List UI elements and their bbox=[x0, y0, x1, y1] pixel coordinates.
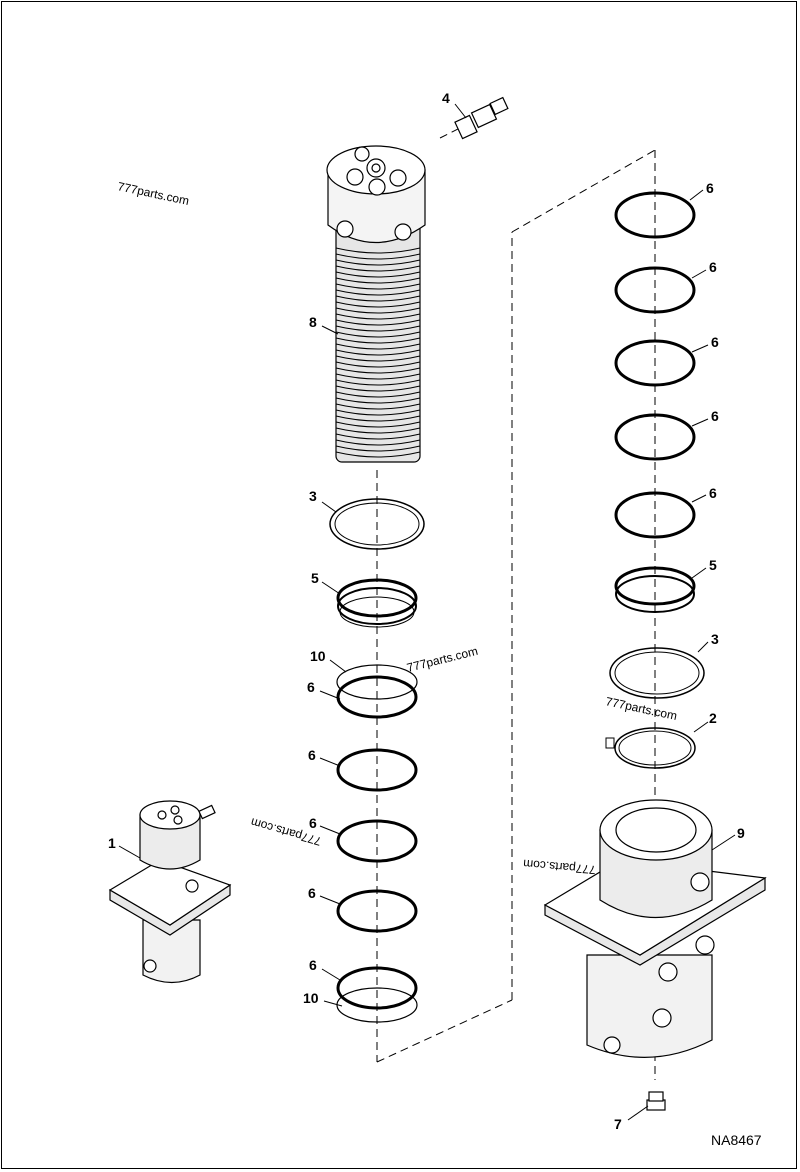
callout-6-left-d: 6 bbox=[308, 885, 316, 901]
leader-lines bbox=[118, 103, 736, 1121]
spindle-groove bbox=[335, 259, 421, 266]
watermark-center: 777parts.com bbox=[405, 644, 479, 675]
callout-6-left-e: 6 bbox=[309, 957, 317, 973]
callout-labels: 4 8 3 5 10 6 6 6 6 6 10 1 6 6 6 6 6 5 3 … bbox=[108, 90, 745, 1132]
callout-6-right-c: 6 bbox=[711, 334, 719, 350]
spindle-groove bbox=[335, 247, 421, 254]
watermark-right: 777parts.com bbox=[604, 694, 678, 723]
spindle-groove bbox=[335, 415, 421, 422]
spindle-groove bbox=[335, 307, 421, 314]
callout-3-right: 3 bbox=[711, 631, 719, 647]
callout-10-lower: 10 bbox=[303, 990, 319, 1006]
spindle-groove bbox=[335, 331, 421, 338]
callout-5-right: 5 bbox=[709, 557, 717, 573]
spindle-groove bbox=[335, 301, 421, 308]
spindle-groove bbox=[335, 319, 421, 326]
part-backup-ring-3-right bbox=[609, 647, 705, 699]
part-swivel-assembly-1 bbox=[108, 800, 232, 984]
spindle-groove bbox=[335, 367, 421, 374]
callout-10-upper: 10 bbox=[310, 648, 326, 664]
part-seal-5-left bbox=[336, 578, 418, 628]
part-backup-ring-3-left bbox=[329, 498, 425, 550]
spindle-groove bbox=[335, 343, 421, 350]
spindle-groove bbox=[335, 427, 421, 434]
spindle-groove bbox=[335, 451, 421, 458]
part-snap-ring-2 bbox=[605, 727, 696, 769]
callout-9: 9 bbox=[737, 825, 745, 841]
watermark-mirrored-right: 777parts.com bbox=[523, 857, 597, 877]
spindle-groove bbox=[335, 391, 421, 398]
spindle-groove bbox=[335, 355, 421, 362]
callout-2: 2 bbox=[709, 710, 717, 726]
spindle-groove bbox=[335, 313, 421, 320]
spindle-groove bbox=[335, 421, 421, 428]
callout-4: 4 bbox=[442, 90, 450, 106]
callout-6-right-e: 6 bbox=[709, 485, 717, 501]
spindle-groove bbox=[335, 403, 421, 410]
callout-6-left-c: 6 bbox=[309, 815, 317, 831]
spindle-groove bbox=[335, 349, 421, 356]
spindle-groove bbox=[335, 397, 421, 404]
left-o-rings bbox=[336, 675, 418, 1010]
spindle-groove bbox=[335, 277, 421, 284]
spindle-groove bbox=[335, 325, 421, 332]
spindle-groove bbox=[335, 409, 421, 416]
part-seal-5-right bbox=[614, 566, 696, 613]
spindle-groove bbox=[335, 283, 421, 290]
callout-6-left-b: 6 bbox=[308, 747, 316, 763]
spindle-groove bbox=[335, 265, 421, 272]
drawing-code: NA8467 bbox=[711, 1132, 762, 1148]
spindle-groove bbox=[335, 289, 421, 296]
spindle-groove bbox=[335, 337, 421, 344]
spindle-groove bbox=[335, 439, 421, 446]
part-plug-7 bbox=[646, 1091, 666, 1111]
part-ring-10-upper bbox=[336, 664, 418, 700]
spindle-groove bbox=[335, 361, 421, 368]
right-o-rings bbox=[614, 191, 696, 539]
callout-6-right-a: 6 bbox=[706, 180, 714, 196]
callout-6-right-b: 6 bbox=[709, 259, 717, 275]
callout-6-left-a: 6 bbox=[307, 679, 315, 695]
spindle-groove bbox=[335, 433, 421, 440]
spindle-groove bbox=[335, 445, 421, 452]
part-rotor-spindle-8 bbox=[326, 145, 426, 463]
callout-1: 1 bbox=[108, 835, 116, 851]
assembly-guide-lines bbox=[376, 127, 656, 1080]
spindle-groove bbox=[335, 253, 421, 260]
watermark-top-left: 777parts.com bbox=[116, 179, 190, 208]
callout-5-left: 5 bbox=[311, 570, 319, 586]
callout-3-left: 3 bbox=[309, 488, 317, 504]
callout-7: 7 bbox=[614, 1116, 622, 1132]
callout-8: 8 bbox=[309, 314, 317, 330]
part-housing-9 bbox=[543, 799, 767, 1058]
spindle-groove bbox=[335, 295, 421, 302]
spindle-groove bbox=[335, 373, 421, 380]
callout-6-right-d: 6 bbox=[711, 408, 719, 424]
spindle-groove bbox=[335, 271, 421, 278]
spindle-groove bbox=[335, 385, 421, 392]
part-fitting-4 bbox=[454, 96, 509, 140]
spindle-groove bbox=[335, 379, 421, 386]
